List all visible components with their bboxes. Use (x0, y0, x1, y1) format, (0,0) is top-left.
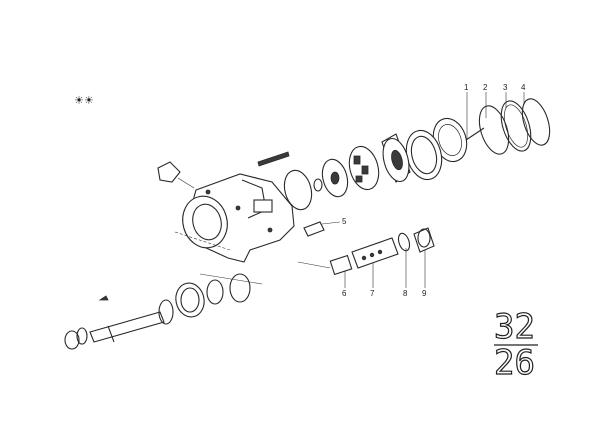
group-code-top: 32 (494, 307, 535, 347)
callout-9: 9 (422, 289, 427, 298)
steering-gear-housing (157, 161, 295, 263)
group-code: 32 26 (493, 306, 538, 384)
rotor-assembly (257, 129, 443, 211)
callout-4: 4 (521, 83, 526, 92)
callout-8: 8 (403, 289, 408, 298)
input-shaft-assembly (64, 273, 263, 350)
callout-numbers: 1 2 3 4 5 6 7 8 9 (342, 83, 526, 298)
top-ring-assembly (432, 98, 551, 163)
callout-leader-lines (321, 92, 525, 288)
callout-6: 6 (342, 289, 347, 298)
callout-2: 2 (483, 83, 488, 92)
valve-assembly (297, 221, 435, 276)
star-marker-icon: ☀☀ (74, 94, 94, 107)
callout-3: 3 (503, 83, 508, 92)
callout-5: 5 (342, 217, 347, 226)
callout-1: 1 (464, 83, 469, 92)
callout-7: 7 (370, 289, 375, 298)
group-code-bottom: 26 (494, 343, 535, 383)
